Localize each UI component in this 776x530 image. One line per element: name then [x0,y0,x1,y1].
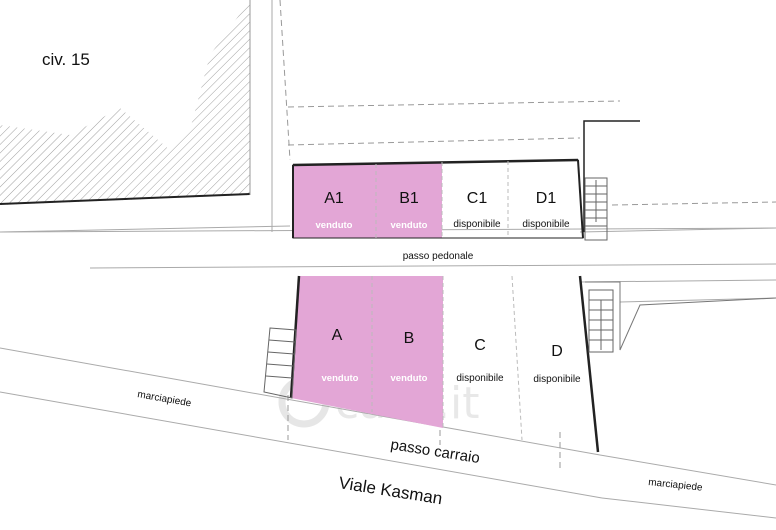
boundary-lines [0,0,776,519]
lot-c1-code: C1 [467,190,488,207]
lot-b1-status: venduto [391,220,428,231]
lot-d-status: disponibile [533,374,581,385]
lot-b-status: venduto [391,373,428,384]
street-name: Viale Kasman [337,473,443,508]
lot-d1-status: disponibile [522,219,570,230]
right-building-edge [583,120,640,232]
lot-a-status: venduto [322,373,359,384]
lot-c1-status: disponibile [453,219,501,230]
stairs-right [588,289,614,353]
lower-sold-area [291,276,443,428]
building-edge [0,193,251,205]
dashed-lines [279,0,776,470]
lot-d-code: D [551,343,563,360]
lower-right-wall [578,275,600,453]
passo-carraio-label: passo carraio [389,436,481,467]
upper-sold-area [293,162,442,238]
lower-divider-3 [511,275,523,441]
lot-d1-code: D1 [536,190,557,207]
lot-b-code: B [404,330,415,347]
marciapiede-left-label: marciapiede [136,389,192,409]
lot-a1-code: A1 [324,190,344,207]
stairs-upper [584,177,608,241]
stairs-left [263,327,297,399]
lot-a-code: A [332,327,343,344]
civ-label: civ. 15 [42,50,90,69]
hatched-building [0,0,250,205]
marciapiede-right-label: marciapiede [648,477,704,494]
lower-left-wall [289,275,301,399]
right-lower-outline [585,281,776,351]
lot-b1-code: B1 [399,190,419,207]
lot-c-status: disponibile [456,373,504,384]
lot-a1-status: venduto [316,220,353,231]
passo-pedonale-label: passo pedonale [403,251,474,262]
lot-c-code: C [474,337,486,354]
